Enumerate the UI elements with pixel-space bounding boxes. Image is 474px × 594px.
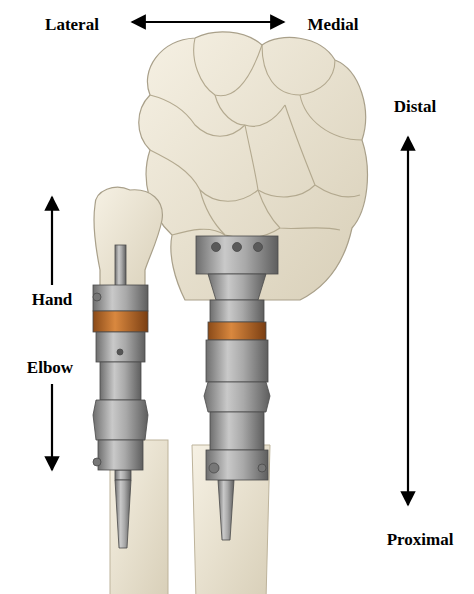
- medial-implant: [196, 236, 278, 540]
- direction-arrows: [52, 22, 408, 505]
- carpal-contours: [150, 38, 362, 238]
- direction-label: Elbow: [25, 359, 75, 378]
- direction-label: Distal: [392, 98, 439, 117]
- direction-label: Proximal: [385, 531, 456, 550]
- lateral-implant: [93, 245, 148, 548]
- direction-label: Lateral: [43, 16, 101, 35]
- carpal-bones: [94, 32, 367, 300]
- direction-label: Medial: [306, 16, 361, 35]
- direction-label: Hand: [30, 291, 75, 310]
